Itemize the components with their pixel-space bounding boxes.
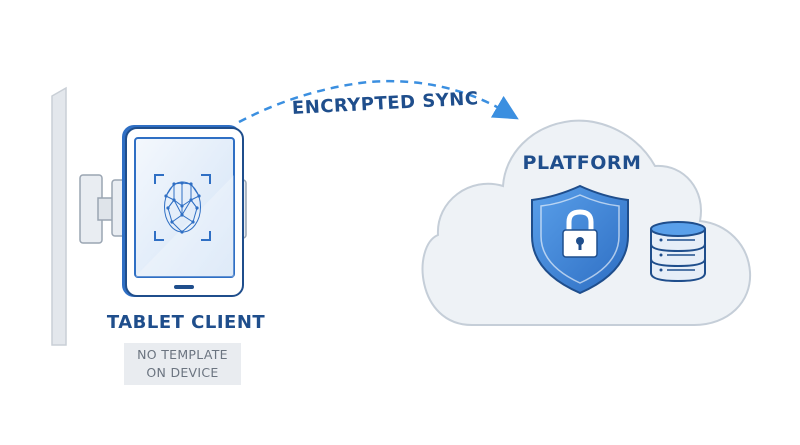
platform-label: PLATFORM xyxy=(522,152,642,174)
face-scan-icon xyxy=(154,174,211,241)
note-line: NO TEMPLATE xyxy=(137,347,228,362)
database-icon xyxy=(650,221,706,283)
wall xyxy=(51,86,67,346)
tablet-client-label: TABLET CLIENT xyxy=(106,312,266,333)
note-line: ON DEVICE xyxy=(146,365,219,380)
dashed-arrow-icon xyxy=(238,79,519,124)
tablet-device xyxy=(122,125,244,297)
device-note-badge: NO TEMPLATE ON DEVICE xyxy=(124,343,241,385)
shield-lock-icon xyxy=(531,184,629,295)
